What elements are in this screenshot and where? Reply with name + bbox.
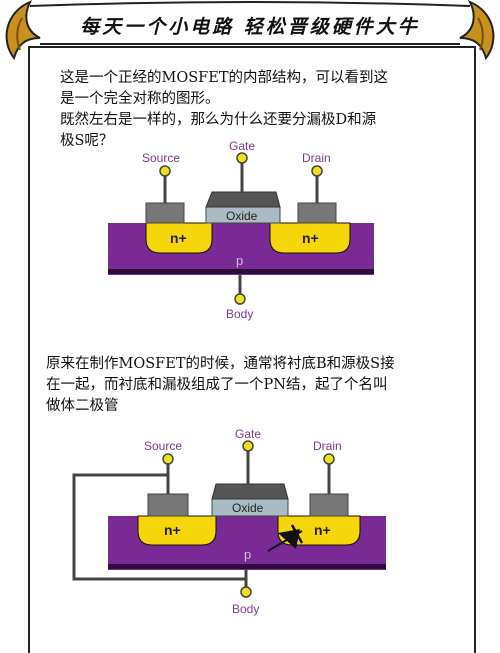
source-label: Source — [142, 151, 180, 165]
body-diode-icon — [267, 524, 304, 552]
explanation-line: 做体二极管 — [46, 398, 119, 414]
explanation-line: 原来在制作MOSFET的时候，通常将衬底B和源极S接 — [46, 356, 395, 372]
gate-contact — [211, 483, 289, 500]
n-plus-left-region — [137, 515, 217, 546]
n-plus-right-label: n+ — [314, 522, 331, 538]
body-label: Body — [226, 307, 253, 321]
header-banner: 每天一个小电路 轻松晋级硬件大牛 — [0, 0, 500, 62]
drain-contact — [309, 493, 349, 517]
mosfet-diagram-2: n+ n+ p Oxide Source Gate Drain Body — [72, 427, 386, 616]
source-terminal — [162, 453, 174, 465]
left-horn-icon — [5, 0, 41, 61]
gate-contact — [205, 191, 281, 208]
source-label: Source — [144, 439, 182, 453]
intro-text: 这是一个正经的MOSFET的内部结构，可以看到这 是一个完全对称的图形。 既然左… — [60, 68, 450, 152]
n-plus-left-label: n+ — [170, 230, 187, 246]
right-horn-icon — [459, 0, 495, 61]
drain-terminal — [311, 165, 323, 177]
source-terminal — [159, 165, 171, 177]
source-contact — [145, 202, 185, 224]
header-decoration — [5, 0, 495, 61]
drain-label: Drain — [313, 439, 342, 453]
mosfet-diagram-1: n+ n+ p Oxide Source Gate Drain Body — [108, 139, 374, 321]
n-plus-right-region — [269, 222, 351, 254]
n-plus-right-label: n+ — [302, 230, 319, 246]
gate-terminal — [242, 440, 254, 452]
body-terminal — [240, 586, 252, 598]
explanation-line: 在一起，而衬底和漏极组成了一个PN结，起了个名叫 — [46, 377, 388, 393]
substrate-label: p — [236, 253, 243, 268]
gate-label: Gate — [235, 427, 261, 441]
oxide-label: Oxide — [226, 209, 258, 223]
substrate-label: p — [244, 547, 251, 562]
header-title: 每天一个小电路 轻松晋级硬件大牛 — [80, 16, 420, 38]
intro-line: 极S呢？ — [60, 133, 114, 149]
body-terminal — [234, 293, 246, 305]
drain-label: Drain — [302, 151, 331, 165]
body-label: Body — [232, 602, 259, 616]
intro-line: 这是一个正经的MOSFET的内部结构，可以看到这 — [60, 70, 388, 86]
drain-terminal — [323, 453, 335, 465]
gate-label: Gate — [229, 139, 255, 153]
intro-line: 既然左右是一样的，那么为什么还要分漏极D和源 — [60, 112, 377, 128]
source-contact — [147, 493, 189, 517]
gate-terminal — [236, 152, 248, 164]
intro-line: 是一个完全对称的图形。 — [60, 91, 220, 107]
n-plus-left-label: n+ — [164, 522, 181, 538]
n-plus-left-region — [145, 222, 213, 254]
explanation-text: 原来在制作MOSFET的时候，通常将衬底B和源极S接 在一起，而衬底和漏极组成了… — [46, 354, 436, 417]
drain-contact — [297, 202, 337, 224]
oxide-label: Oxide — [232, 501, 264, 515]
